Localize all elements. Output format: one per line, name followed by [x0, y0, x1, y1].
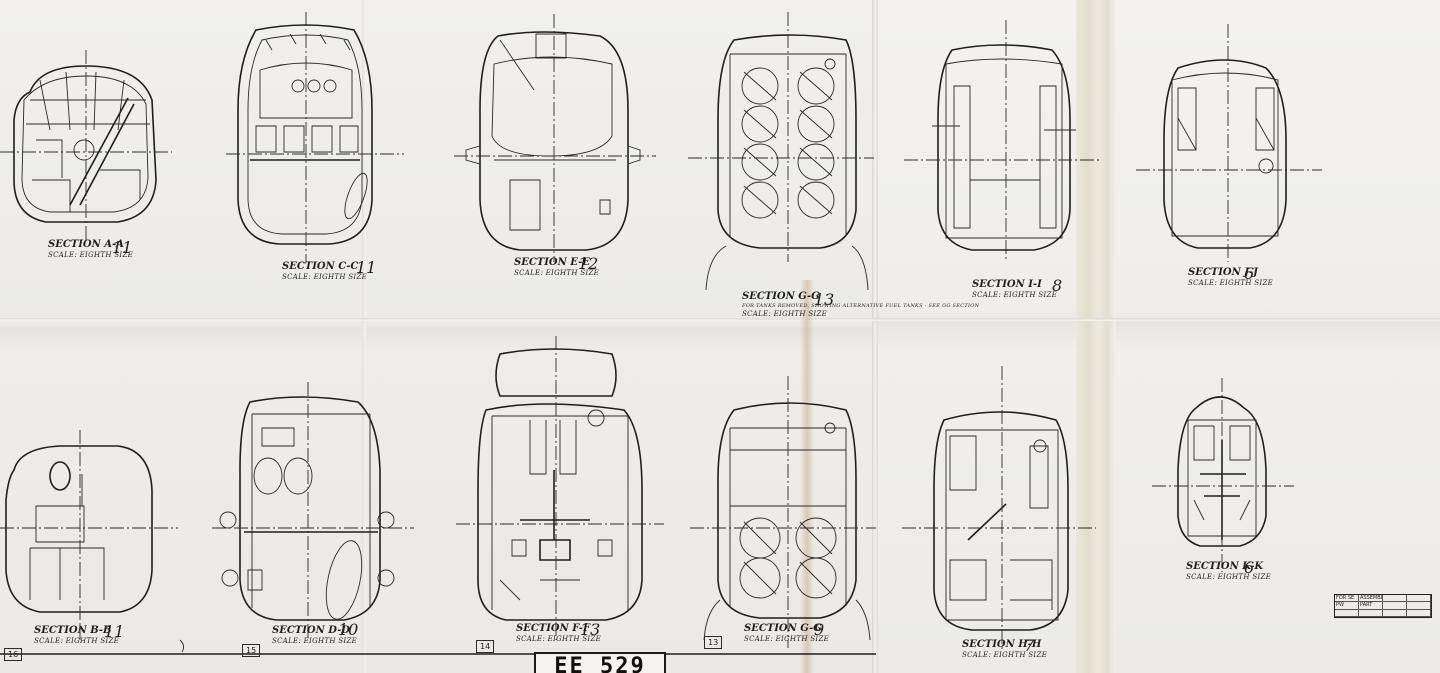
section-jj-view: [1136, 24, 1322, 262]
section-scale: SCALE: EIGHTH SIZE: [742, 310, 828, 318]
section-kk-view: [1152, 378, 1294, 572]
sheet-number: 13: [704, 636, 723, 649]
section-scale: SCALE: EIGHTH SIZE: [744, 635, 830, 643]
section-ii-view: [904, 20, 1100, 262]
pencil-mark: [179, 639, 185, 653]
section-tag: 11: [356, 258, 377, 277]
section-gg-upper-view: [688, 12, 874, 291]
title-block: FOR SE 5010 ASSEMBLY PW PART: [1334, 594, 1432, 618]
section-tag: 12: [578, 254, 599, 273]
section-title: SECTION F-F: [516, 623, 591, 634]
section-scale: SCALE: EIGHTH SIZE: [972, 291, 1058, 299]
section-label-dd: SECTION D-D SCALE: EIGHTH SIZE: [272, 626, 357, 645]
section-scale: SCALE: EIGHTH SIZE: [282, 273, 368, 281]
title-block-cell: [1383, 595, 1407, 603]
sheet-number: 15: [242, 644, 261, 657]
section-scale: SCALE: EIGHTH SIZE: [48, 251, 134, 259]
section-scale: SCALE: EIGHTH SIZE: [1186, 573, 1272, 581]
section-tag: 13: [814, 290, 835, 309]
section-label-aa: SECTION A-A SCALE: EIGHTH SIZE: [48, 240, 133, 259]
fold-crease-vertical: [362, 0, 366, 673]
section-label-bb: SECTION B-B SCALE: EIGHTH SIZE: [34, 626, 119, 645]
section-title: SECTION G-G: [742, 291, 820, 302]
section-title: SECTION C-C: [282, 261, 359, 272]
section-title: SECTION H-H: [962, 639, 1042, 650]
section-label-ii: SECTION I-I SCALE: EIGHTH SIZE: [972, 280, 1057, 299]
title-block-cell: [1383, 602, 1407, 610]
title-block-cell: [1359, 609, 1383, 617]
drawing-number-box: EE 529: [534, 652, 666, 673]
section-dd-view: [212, 382, 414, 640]
section-scale: SCALE: EIGHTH SIZE: [1188, 279, 1274, 287]
section-title: SECTION I-I: [972, 279, 1042, 290]
section-aa-view: [0, 50, 172, 240]
section-tag: 6: [1244, 264, 1255, 283]
section-label-gg-upper: SECTION G-G FOR TANKS REMOVED, SHOWING A…: [742, 292, 979, 318]
section-scale: SCALE: EIGHTH SIZE: [34, 637, 120, 645]
title-block-cell: [1407, 602, 1431, 610]
section-label-ee: SECTION E-E SCALE: EIGHTH SIZE: [514, 258, 599, 277]
section-tag: 13: [580, 620, 601, 639]
section-gg-lower-view: [690, 376, 876, 648]
section-tag: 7: [1024, 636, 1035, 655]
panel-seam: [872, 0, 878, 673]
section-tag: 8: [1052, 276, 1063, 295]
section-title: SECTION G-G: [744, 623, 822, 634]
section-tag: 6: [1244, 558, 1255, 577]
section-tag: 11: [112, 238, 133, 257]
section-label-kk: SECTION K-K SCALE: EIGHTH SIZE: [1186, 562, 1271, 581]
section-title: SECTION J-J: [1188, 267, 1258, 278]
section-hh-view: [902, 366, 1096, 650]
section-cc-view: [226, 12, 404, 262]
stain-streak: [800, 280, 814, 673]
title-block-cell: [1335, 609, 1359, 617]
section-scale: SCALE: EIGHTH SIZE: [514, 269, 600, 277]
title-block-cell: ASSEMBLY: [1359, 595, 1383, 603]
section-title: SECTION D-D: [272, 625, 350, 636]
section-title: SECTION B-B: [34, 625, 112, 636]
sheet-number: 16: [4, 648, 23, 661]
section-tag: 9: [814, 620, 825, 639]
title-block-cell: PART: [1359, 602, 1383, 610]
section-ee-view: [454, 14, 656, 262]
title-block-cell: PW: [1335, 602, 1359, 610]
fold-crease-horizontal: [0, 318, 1440, 321]
section-label-ff: SECTION F-F SCALE: EIGHTH SIZE: [516, 624, 601, 643]
section-label-hh: SECTION H-H SCALE: EIGHTH SIZE: [962, 640, 1047, 659]
section-label-gg-lower: SECTION G-G SCALE: EIGHTH SIZE: [744, 624, 829, 643]
section-label-cc: SECTION C-C SCALE: EIGHTH SIZE: [282, 262, 367, 281]
title-block-cell: [1407, 609, 1431, 617]
title-block-cell: FOR SE 5010: [1335, 595, 1359, 603]
title-block-cell: [1383, 609, 1407, 617]
fold-crease-vertical-right: [1076, 0, 1116, 673]
section-scale: SCALE: EIGHTH SIZE: [516, 635, 602, 643]
section-ff-view: [456, 336, 664, 640]
section-title: SECTION K-K: [1186, 561, 1264, 572]
section-tag: 11: [104, 622, 125, 641]
section-title: SECTION A-A: [48, 239, 124, 250]
section-note: FOR TANKS REMOVED, SHOWING ALTERNATIVE F…: [742, 303, 980, 309]
title-block-cell: [1407, 595, 1431, 603]
section-bb-view: [0, 430, 178, 640]
section-tag: 10: [338, 620, 359, 639]
sheet-number: 14: [476, 640, 495, 653]
section-scale: SCALE: EIGHTH SIZE: [962, 651, 1048, 659]
section-title: SECTION E-E: [514, 257, 590, 268]
section-scale: SCALE: EIGHTH SIZE: [272, 637, 358, 645]
section-label-jj: SECTION J-J SCALE: EIGHTH SIZE: [1188, 268, 1273, 287]
